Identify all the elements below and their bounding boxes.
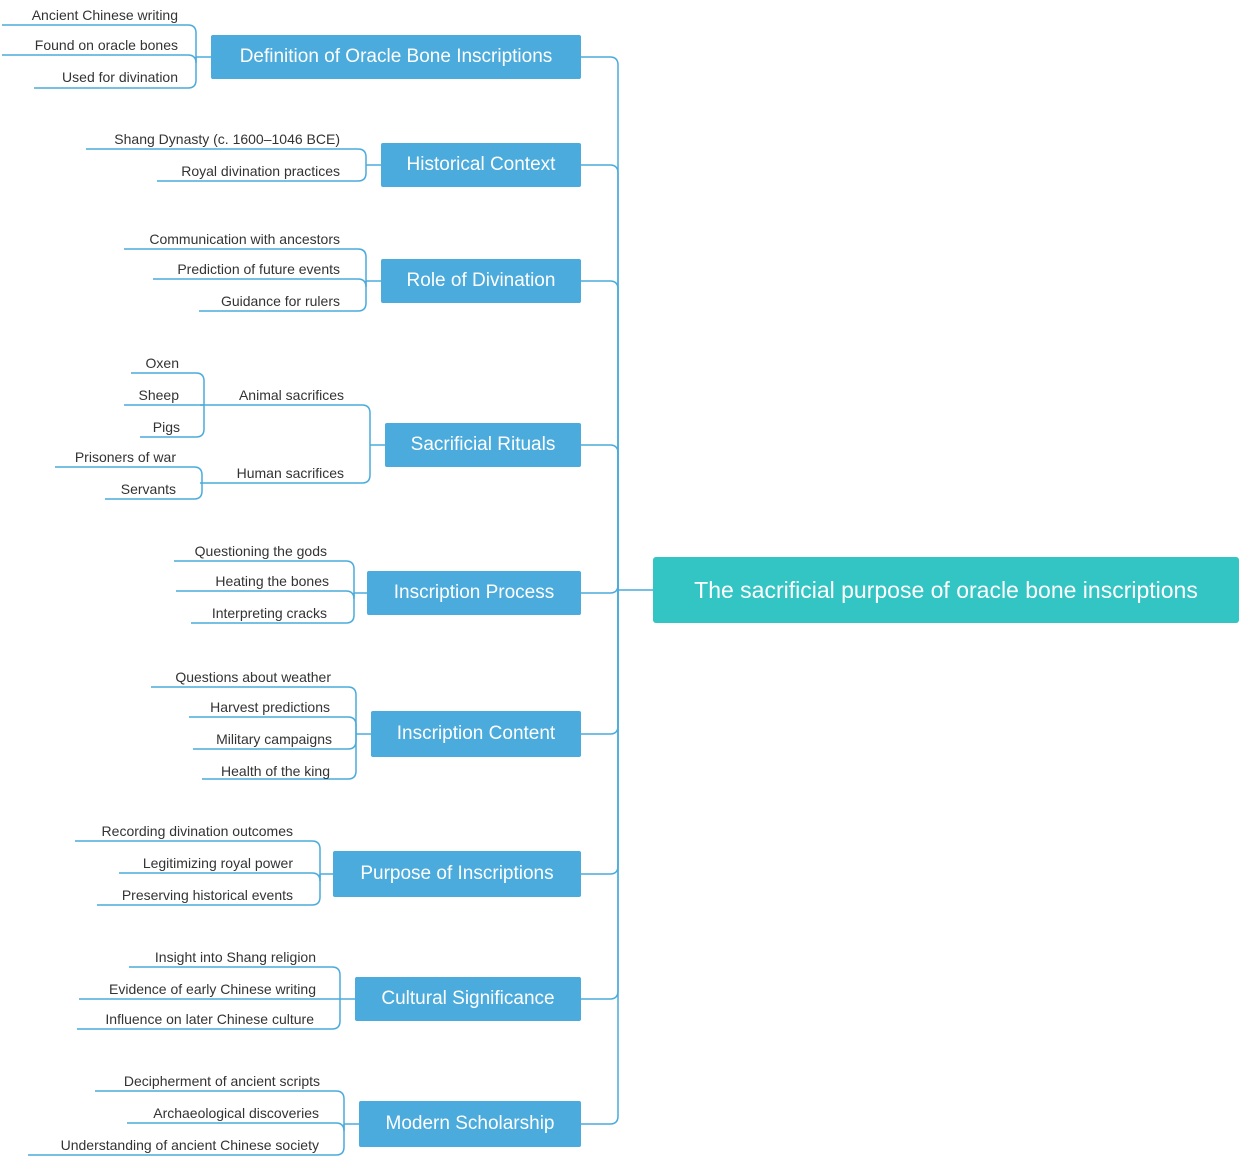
leaf-connector bbox=[331, 966, 341, 999]
leaf-communication-with-ancestors[interactable]: Communication with ancestors bbox=[149, 231, 340, 247]
leaf-connector bbox=[357, 278, 367, 288]
branch-inscription-process[interactable]: Inscription Process bbox=[367, 571, 581, 615]
branch-connector bbox=[581, 280, 619, 590]
branch-modern-scholarship[interactable]: Modern Scholarship bbox=[359, 1101, 581, 1147]
branch-connector bbox=[581, 590, 619, 1000]
leaf-used-for-divination[interactable]: Used for divination bbox=[62, 69, 178, 85]
branch-connector bbox=[581, 164, 619, 590]
leaf-connector bbox=[345, 593, 355, 624]
branch-connector bbox=[581, 590, 619, 735]
leaf-connector bbox=[311, 840, 321, 874]
leaf-connector bbox=[347, 734, 357, 750]
branch-definition[interactable]: Definition of Oracle Bone Inscriptions bbox=[211, 35, 581, 79]
leaf-connector bbox=[187, 57, 197, 89]
branch-label: Purpose of Inscriptions bbox=[360, 863, 554, 884]
branch-connector bbox=[581, 444, 619, 590]
branch-label: Sacrificial Rituals bbox=[410, 434, 556, 455]
branch-inscription-content[interactable]: Inscription Content bbox=[371, 711, 581, 757]
leaf-questioning-the-gods[interactable]: Questioning the gods bbox=[194, 543, 327, 559]
branch-historical-context[interactable]: Historical Context bbox=[381, 143, 581, 187]
sub-branch-human-sacrifices[interactable]: Human sacrifices bbox=[236, 465, 344, 481]
leaf-connector bbox=[335, 1124, 345, 1156]
branch-connector bbox=[581, 590, 619, 1125]
branch-cultural-significance[interactable]: Cultural Significance bbox=[355, 977, 581, 1021]
leaf-connector bbox=[195, 405, 205, 438]
branch-label: Definition of Oracle Bone Inscriptions bbox=[239, 46, 553, 67]
leaf-prediction-of-future-events[interactable]: Prediction of future events bbox=[177, 261, 340, 277]
leaf-ancient-chinese-writing[interactable]: Ancient Chinese writing bbox=[31, 7, 178, 23]
branch-label: Inscription Content bbox=[396, 723, 556, 744]
leaf-connector bbox=[187, 54, 197, 64]
leaf-harvest-predictions[interactable]: Harvest predictions bbox=[210, 699, 330, 715]
root-topic[interactable]: The sacrificial purpose of oracle bone i… bbox=[653, 557, 1239, 623]
leaf-connector bbox=[345, 590, 355, 600]
leaf-archaeological-discoveries[interactable]: Archaeological discoveries bbox=[153, 1105, 319, 1121]
leaf-understanding-ancient-chinese-society[interactable]: Understanding of ancient Chinese society bbox=[60, 1137, 319, 1153]
branch-label: Cultural Significance bbox=[381, 988, 555, 1009]
branch-label: Modern Scholarship bbox=[385, 1113, 555, 1134]
leaf-connector bbox=[311, 872, 321, 882]
leaf-guidance-for-rulers[interactable]: Guidance for rulers bbox=[220, 293, 340, 309]
leaf-questions-about-weather[interactable]: Questions about weather bbox=[175, 669, 331, 685]
leaf-sheep[interactable]: Sheep bbox=[138, 387, 179, 403]
sub-branch-animal-sacrifices[interactable]: Animal sacrifices bbox=[238, 387, 344, 403]
root-topic-label: The sacrificial purpose of oracle bone i… bbox=[694, 576, 1198, 603]
leaf-connector bbox=[347, 734, 357, 780]
branch-sacrificial-rituals[interactable]: Sacrificial Rituals bbox=[385, 423, 581, 467]
branch-connector bbox=[581, 590, 619, 875]
leaf-servants[interactable]: Servants bbox=[120, 481, 176, 497]
leaf-connector bbox=[361, 445, 371, 484]
leaf-oxen[interactable]: Oxen bbox=[145, 355, 179, 371]
leaf-connector bbox=[357, 148, 367, 165]
leaf-connector bbox=[331, 999, 341, 1030]
leaf-preserving-historical-events[interactable]: Preserving historical events bbox=[121, 887, 293, 903]
branch-role-of-divination[interactable]: Role of Divination bbox=[381, 259, 581, 303]
leaf-connector bbox=[335, 1090, 345, 1124]
leaf-connector bbox=[345, 560, 355, 593]
branch-label: Historical Context bbox=[406, 154, 556, 175]
leaf-prisoners-of-war[interactable]: Prisoners of war bbox=[74, 449, 176, 465]
leaf-connector bbox=[195, 372, 205, 405]
leaf-heating-the-bones[interactable]: Heating the bones bbox=[215, 573, 329, 589]
leaf-insight-into-shang-religion[interactable]: Insight into Shang religion bbox=[154, 949, 316, 965]
leaf-connector bbox=[347, 686, 357, 734]
leaf-connector bbox=[311, 874, 321, 906]
leaf-connector bbox=[361, 404, 371, 445]
leaf-connector bbox=[357, 281, 367, 312]
branch-label: Inscription Process bbox=[393, 582, 555, 603]
leaf-connector bbox=[187, 24, 197, 57]
branch-purpose-of-inscriptions[interactable]: Purpose of Inscriptions bbox=[333, 851, 581, 897]
leaf-decipherment-of-ancient-scripts[interactable]: Decipherment of ancient scripts bbox=[123, 1073, 320, 1089]
leaf-evidence-of-early-chinese-writing[interactable]: Evidence of early Chinese writing bbox=[109, 981, 316, 997]
leaf-connector bbox=[193, 483, 203, 500]
leaf-health-of-the-king[interactable]: Health of the king bbox=[221, 763, 330, 779]
leaf-connector bbox=[357, 165, 367, 182]
leaf-connector bbox=[347, 716, 357, 734]
leaf-military-campaigns[interactable]: Military campaigns bbox=[216, 731, 332, 747]
leaf-interpreting-cracks[interactable]: Interpreting cracks bbox=[211, 605, 327, 621]
leaf-connector bbox=[357, 248, 367, 281]
leaf-pigs[interactable]: Pigs bbox=[152, 419, 180, 435]
leaf-connector bbox=[193, 466, 203, 483]
leaf-legitimizing-royal-power[interactable]: Legitimizing royal power bbox=[142, 855, 293, 871]
leaf-royal-divination-practices[interactable]: Royal divination practices bbox=[181, 163, 340, 179]
branch-connector bbox=[581, 584, 619, 594]
leaf-found-on-oracle-bones[interactable]: Found on oracle bones bbox=[34, 37, 178, 53]
leaf-recording-divination-outcomes[interactable]: Recording divination outcomes bbox=[101, 823, 293, 839]
leaf-shang-dynasty[interactable]: Shang Dynasty (c. 1600–1046 BCE) bbox=[114, 131, 340, 147]
branch-connector bbox=[581, 56, 619, 590]
branch-label: Role of Divination bbox=[406, 270, 556, 291]
leaf-connector bbox=[335, 1122, 345, 1132]
leaf-influence-on-later-chinese-culture[interactable]: Influence on later Chinese culture bbox=[105, 1011, 314, 1027]
